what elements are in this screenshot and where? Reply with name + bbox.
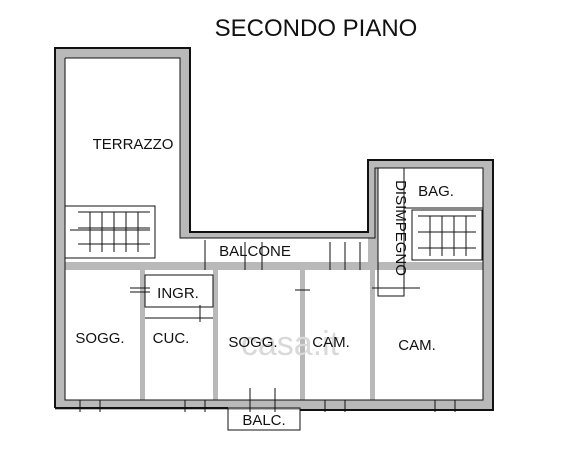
room-label-camera-right: CAM. [398, 337, 436, 354]
right-staircase [411, 209, 483, 261]
room-label-ingresso: INGR. [157, 285, 199, 302]
door-marks [79, 287, 456, 412]
room-label-cucina: CUC. [153, 330, 190, 347]
room-label-camera-center: CAM. [312, 334, 350, 351]
plan-title: SECONDO PIANO [215, 15, 418, 42]
room-label-terrazzo: TERRAZZO [93, 136, 174, 153]
room-label-soggiorno-left: SOGG. [75, 330, 124, 347]
watermark: casa.it [241, 325, 340, 363]
bottom-balcony [227, 407, 301, 431]
wall-shading [55, 48, 493, 410]
left-staircase [64, 205, 156, 259]
room-label-soggiorno-center: SOGG. [228, 334, 277, 351]
balcone-doors [204, 240, 361, 270]
room-label-disimpegno: DISIMPEGNO [392, 180, 409, 276]
room-label-balcone: BALCONE [219, 243, 291, 260]
room-label-bagno: BAG. [418, 183, 454, 200]
outer-walls [54, 47, 494, 411]
disimpegno-walls [377, 167, 484, 297]
ingresso-walls [130, 274, 214, 308]
room-label-balcony-bottom: BALC. [242, 412, 285, 429]
